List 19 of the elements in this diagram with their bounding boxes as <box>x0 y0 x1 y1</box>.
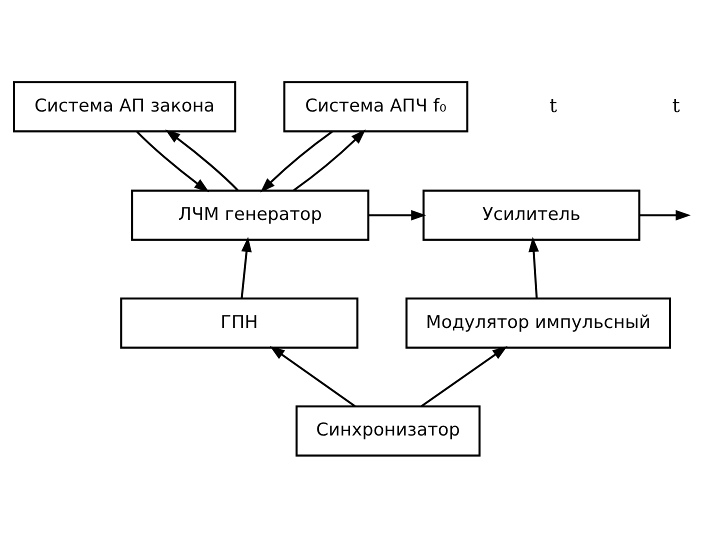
arrow <box>639 210 691 221</box>
node-box: Модулятор импульсный <box>405 298 672 349</box>
label: t <box>672 94 680 117</box>
arrow <box>420 346 508 408</box>
node-box: ГПН <box>120 298 358 349</box>
arrow <box>260 130 334 193</box>
arrow <box>240 236 252 299</box>
node-box: Система АПЧ f₀ <box>283 81 468 132</box>
arrow <box>136 130 210 192</box>
node-box: ЛЧМ генератор <box>131 190 370 241</box>
arrow <box>292 129 366 192</box>
arrow <box>270 346 356 408</box>
node-box: Синхронизатор <box>296 405 481 457</box>
arrow <box>165 129 239 192</box>
arrow <box>528 236 539 299</box>
node-box: Усилитель <box>422 190 640 241</box>
label: t <box>549 94 558 117</box>
arrow <box>368 210 426 221</box>
node-box: Система АП закона <box>12 81 236 132</box>
